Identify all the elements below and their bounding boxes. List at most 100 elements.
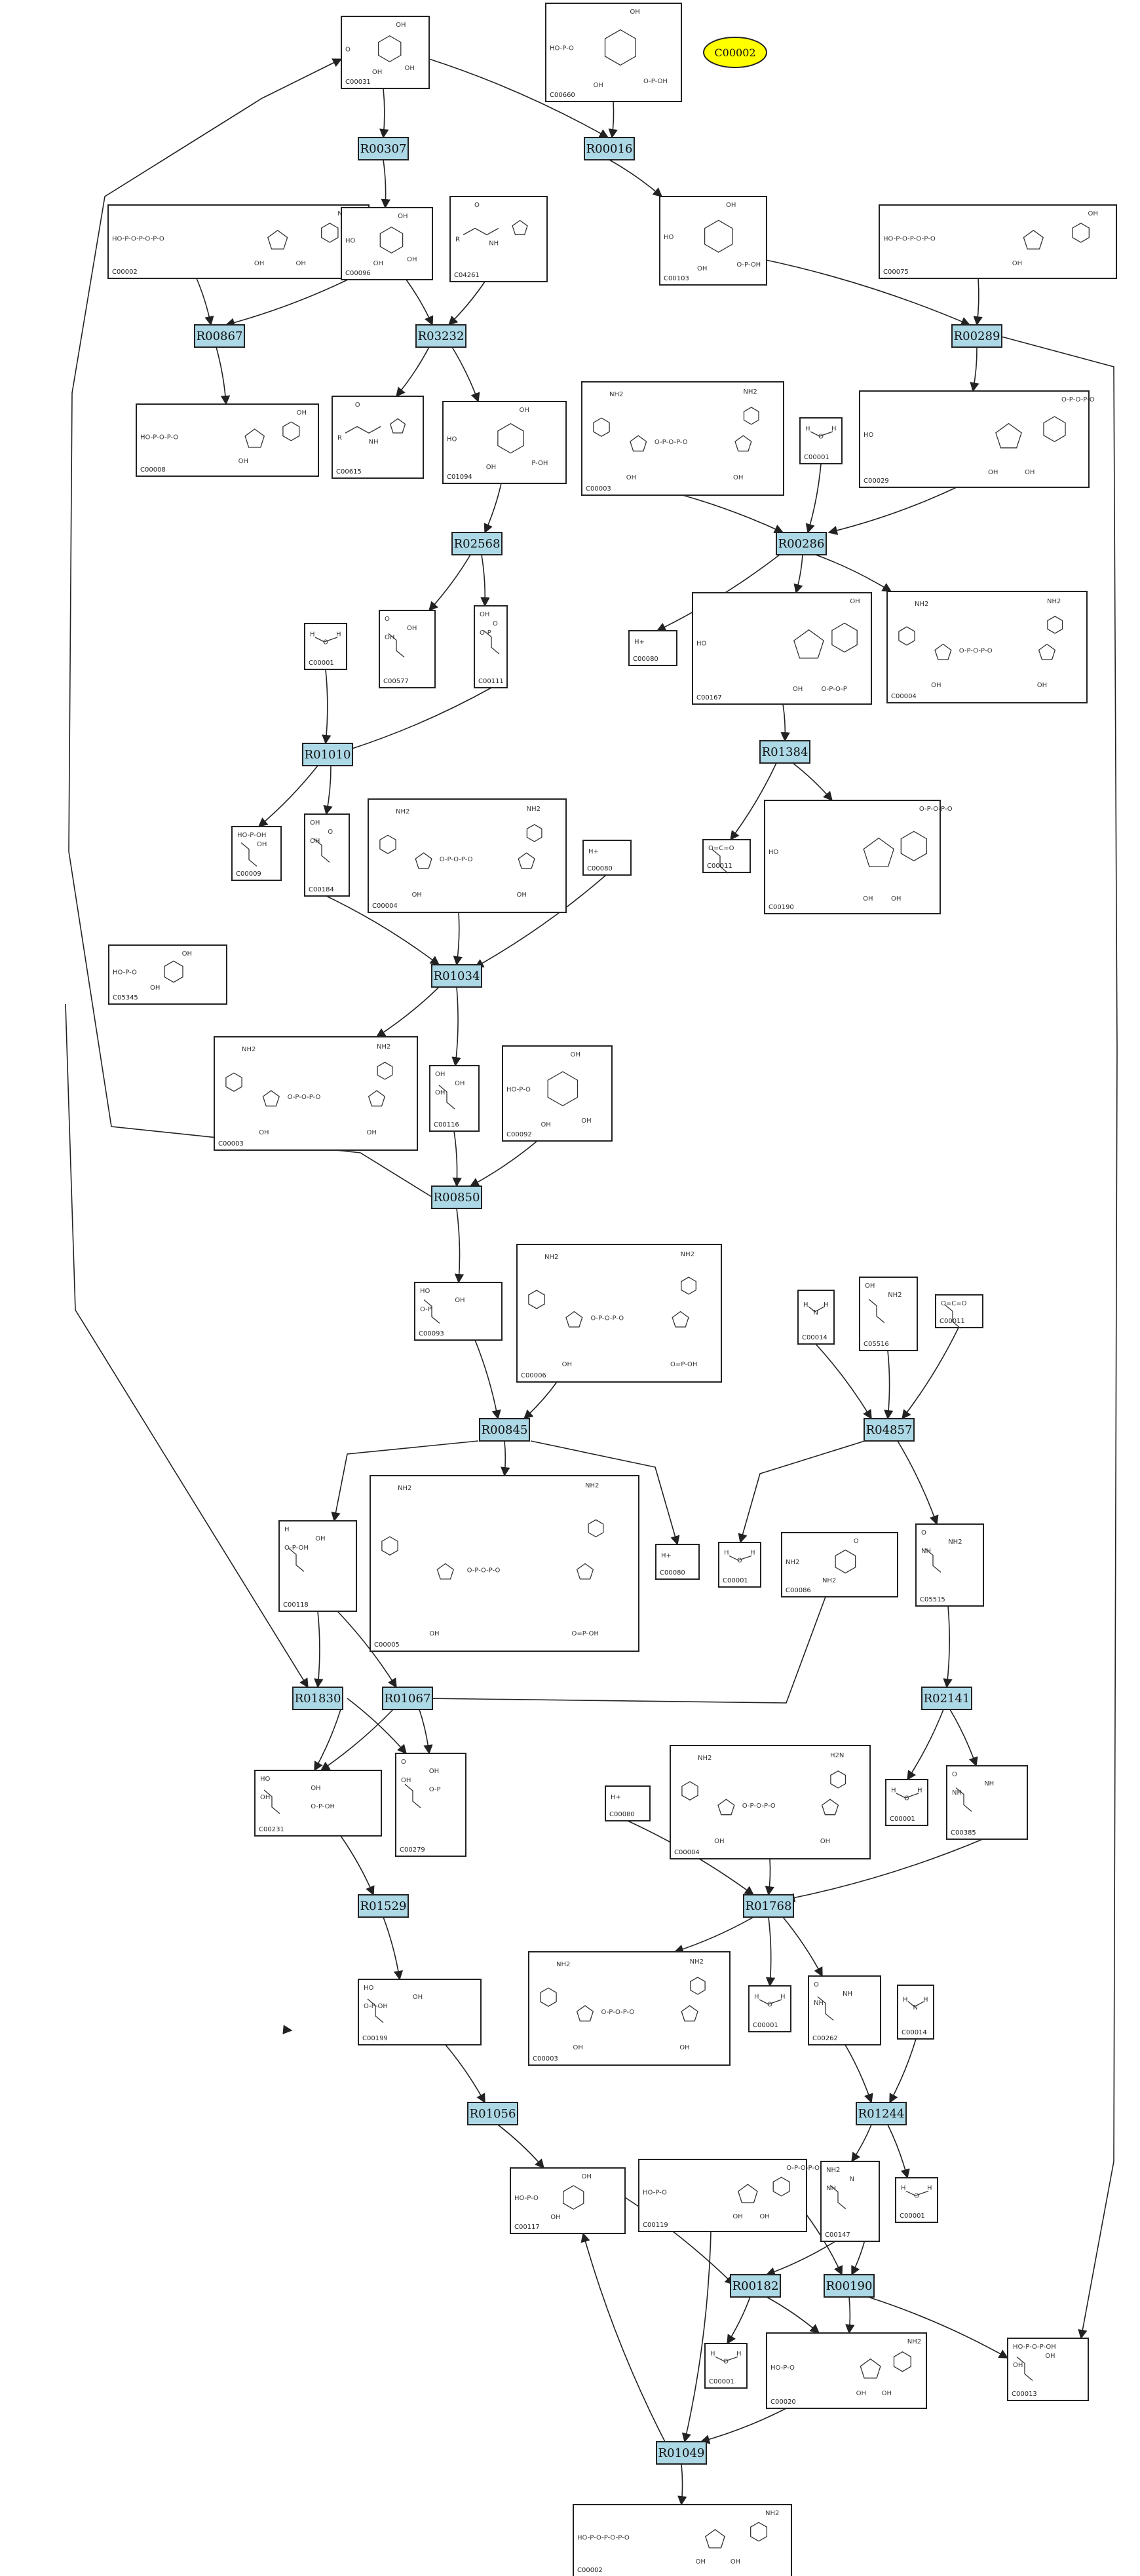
reaction-r00850[interactable]: R00850: [431, 1185, 482, 1209]
reaction-r00289[interactable]: R00289: [951, 324, 1002, 348]
atom-label: O: [814, 1981, 819, 1988]
reaction-r00286[interactable]: R00286: [776, 532, 827, 555]
reaction-r03232[interactable]: R03232: [415, 324, 466, 348]
edge-arrow: [907, 1709, 944, 1781]
reaction-r00867[interactable]: R00867: [194, 324, 245, 348]
start-node[interactable]: C00002: [703, 37, 767, 68]
reaction-r01056[interactable]: R01056: [467, 2102, 518, 2125]
reaction-r01034[interactable]: R01034: [431, 964, 482, 988]
atom-label: OH: [296, 260, 306, 267]
atom-label: H: [284, 1526, 290, 1533]
compound-id: C00004: [372, 903, 398, 910]
reaction-r00845[interactable]: R00845: [479, 1418, 530, 1442]
atom-label: O: [401, 1759, 406, 1766]
reaction-r00307[interactable]: R00307: [358, 137, 409, 160]
reaction-r01010[interactable]: R01010: [302, 743, 353, 766]
edge-arrow: [727, 2296, 751, 2345]
reaction-r02568[interactable]: R02568: [451, 532, 503, 555]
compound-id: C00001: [753, 2022, 778, 2029]
atom-label: HO: [420, 1288, 430, 1295]
reaction-r00182[interactable]: R00182: [730, 2274, 781, 2298]
compound-c00080[interactable]: H+C00080: [605, 1785, 651, 1821]
compound-c00080[interactable]: H+C00080: [628, 630, 677, 666]
reaction-r02141[interactable]: R02141: [921, 1687, 972, 1710]
reaction-r01830[interactable]: R01830: [292, 1687, 343, 1710]
reaction-r04857[interactable]: R04857: [864, 1418, 915, 1442]
atom-label: OH: [150, 984, 160, 992]
reaction-r01529[interactable]: R01529: [358, 1894, 409, 1918]
compound-c00080[interactable]: H+C00080: [655, 1544, 700, 1580]
atom-label: H+: [611, 1794, 621, 1801]
atom-label: N: [814, 1309, 818, 1316]
compound-id: C00118: [283, 1601, 309, 1609]
atom-label: H: [891, 1787, 896, 1795]
reaction-label: R04857: [866, 1423, 913, 1437]
reaction-r00016[interactable]: R00016: [584, 137, 635, 160]
reaction-r01049[interactable]: R01049: [656, 2441, 707, 2465]
reaction-r01244[interactable]: R01244: [856, 2102, 907, 2125]
reaction-r01067[interactable]: R01067: [382, 1687, 433, 1710]
atom-label: O: [323, 639, 328, 646]
reaction-r01768[interactable]: R01768: [743, 1894, 794, 1918]
reaction-r01384[interactable]: R01384: [759, 740, 810, 764]
reaction-r00190[interactable]: R00190: [824, 2274, 875, 2298]
compound-c00080[interactable]: H+C00080: [582, 840, 632, 876]
edge-arrow: [889, 2038, 917, 2104]
